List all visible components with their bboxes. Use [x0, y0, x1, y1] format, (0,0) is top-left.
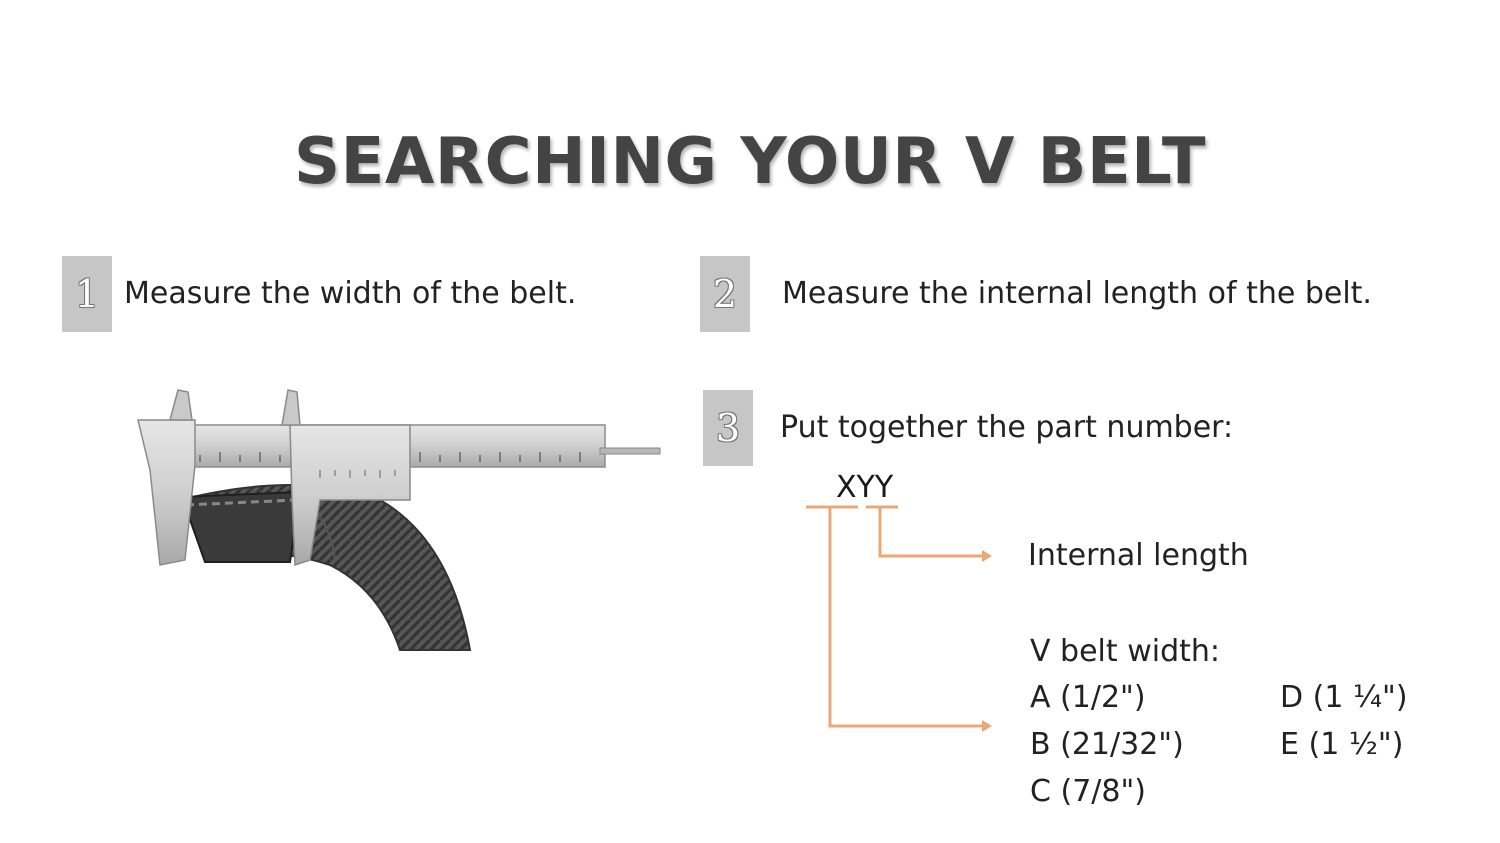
belt-icon	[180, 485, 470, 650]
